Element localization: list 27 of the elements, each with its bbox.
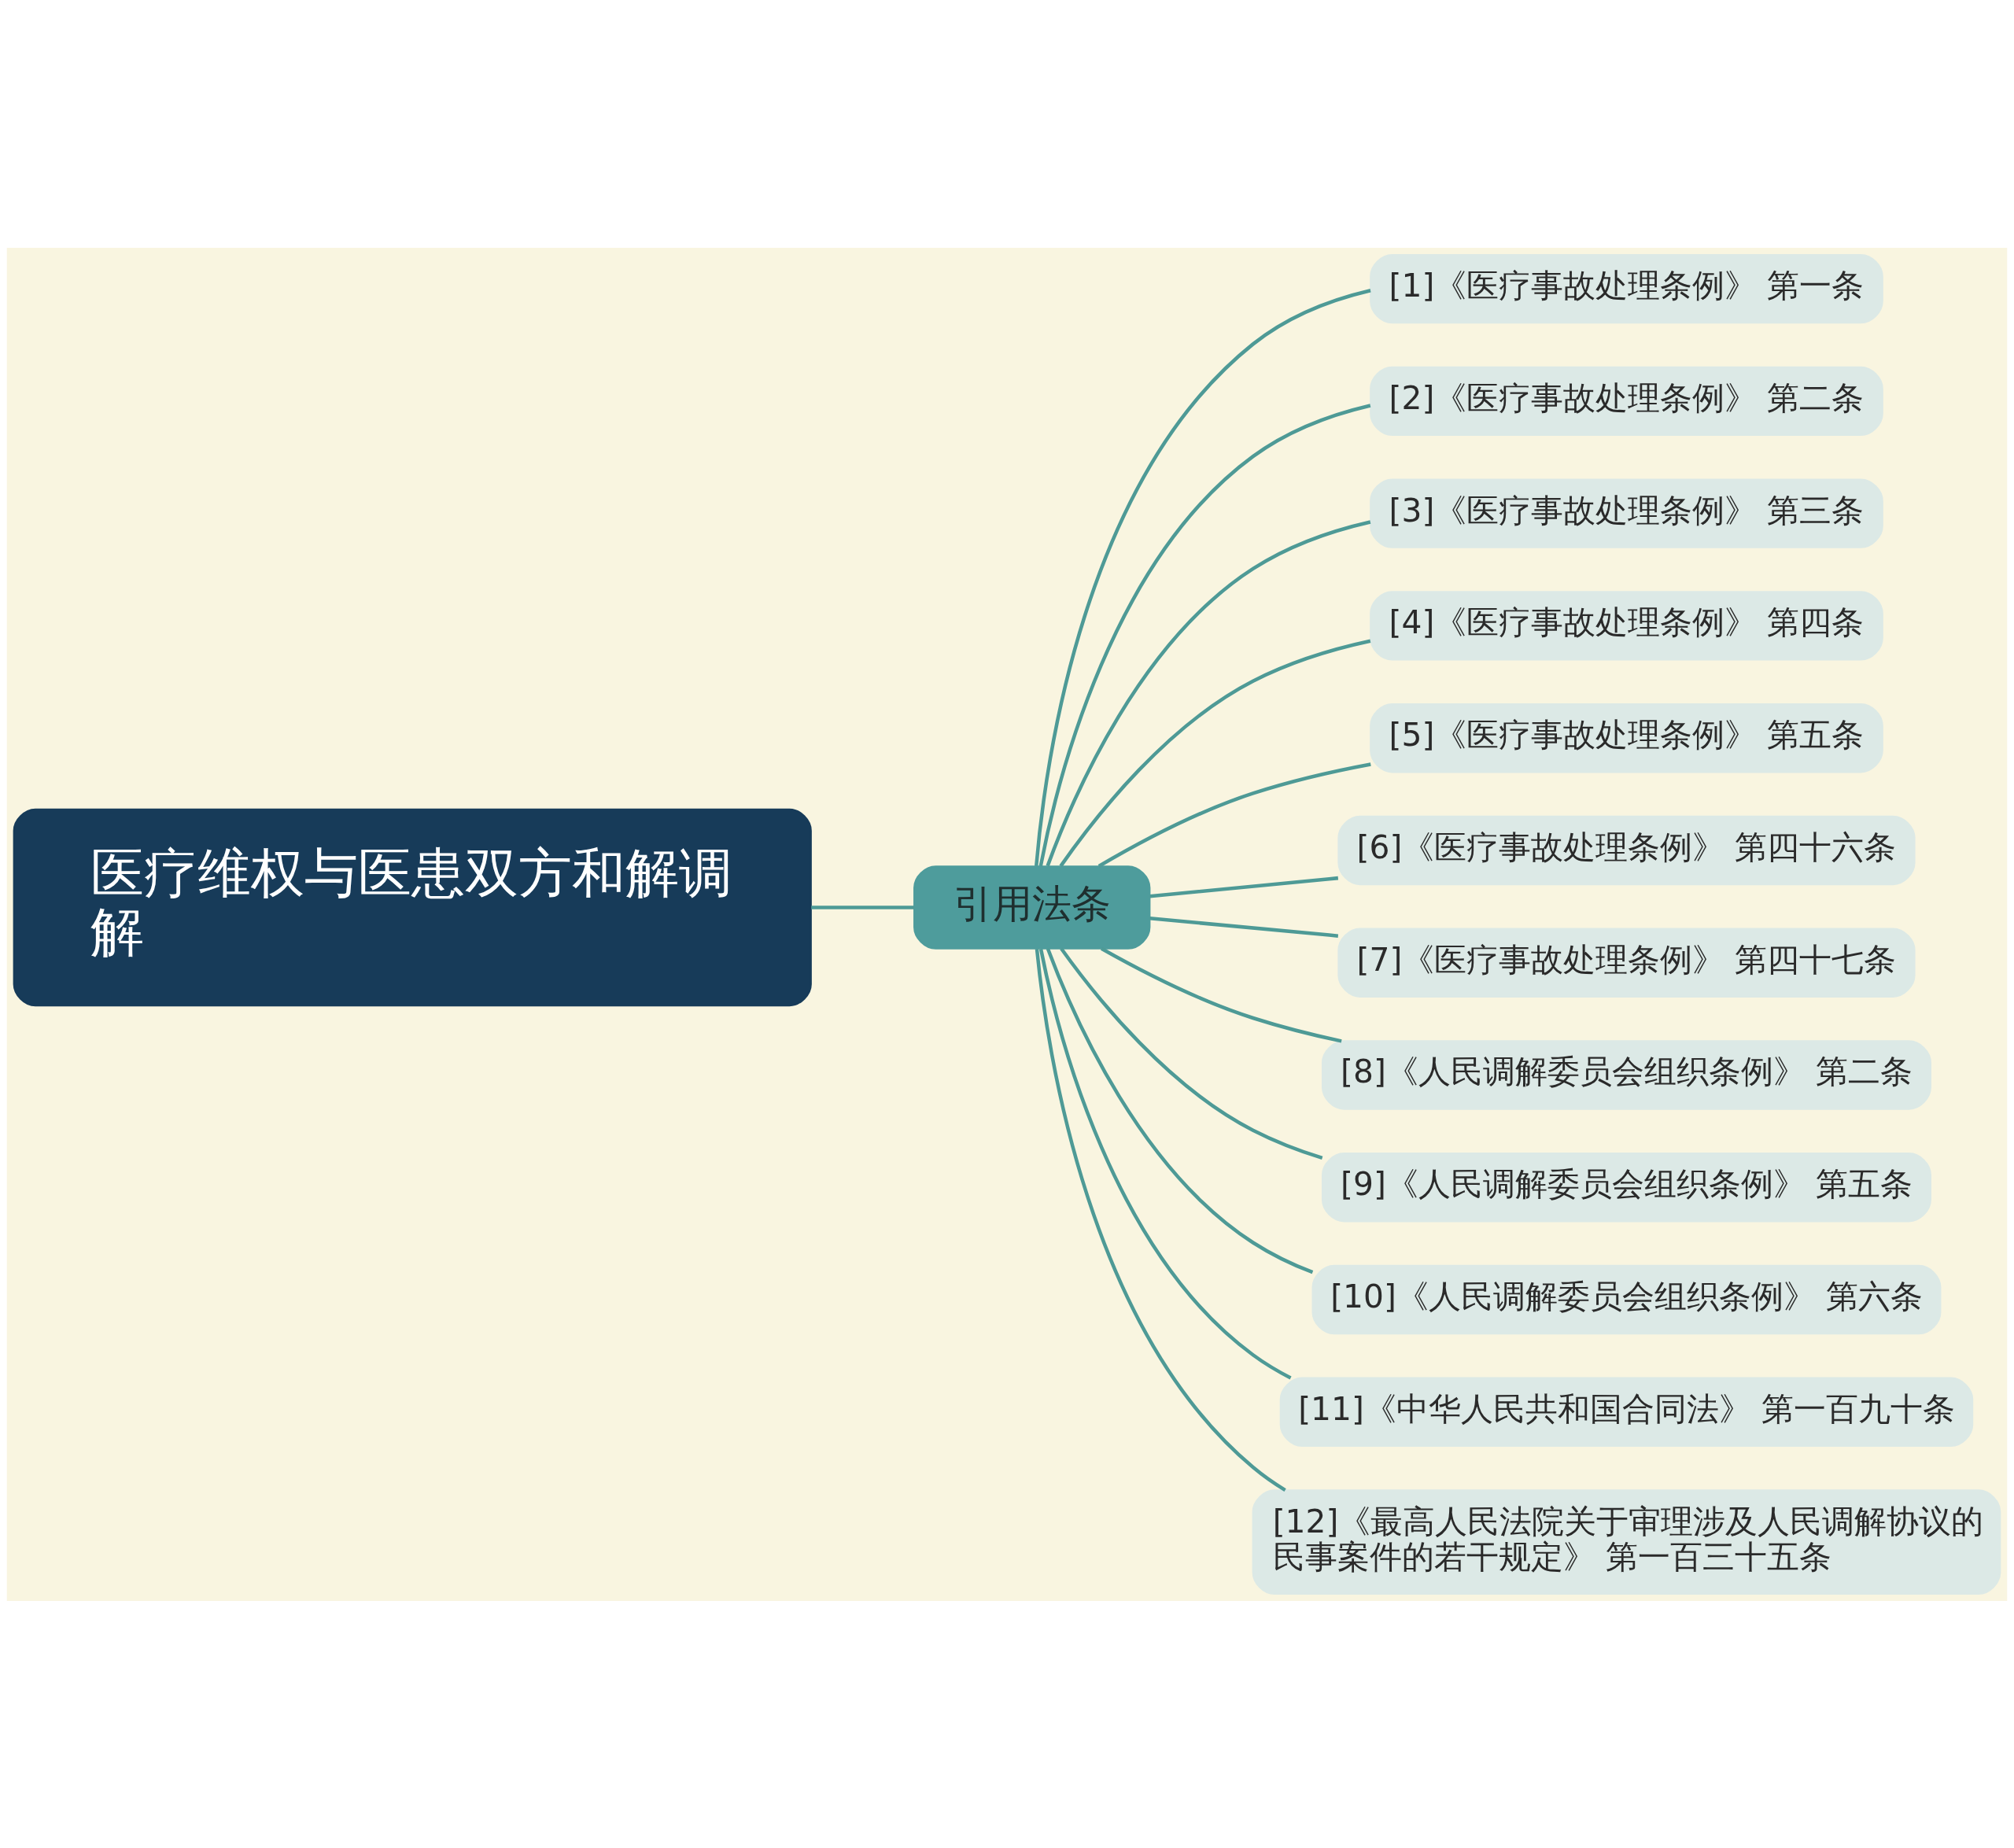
connector: [811, 905, 915, 909]
node-box: [5]《医疗事故处理条例》 第五条: [1370, 703, 1883, 773]
node-box: [1]《医疗事故处理条例》 第一条: [1370, 253, 1883, 323]
node-box: [11]《中华人民共和国合同法》 第一百九十条: [1279, 1377, 1974, 1447]
node-box: [12]《最高人民法院关于审理涉及人民调解协议的民事案件的若干规定》 第一百三十五条: [1252, 1488, 2001, 1595]
node-box: 医疗维权与医患双方和解调解: [13, 808, 812, 1006]
node-box: [7]《医疗事故处理条例》 第四十七条: [1337, 928, 1916, 998]
connector: [1149, 876, 1339, 898]
node-box: [2]《医疗事故处理条例》 第二条: [1370, 366, 1883, 436]
connector: [1038, 403, 1371, 867]
connector: [1097, 762, 1371, 868]
connector: [1149, 916, 1339, 938]
node-box: [3]《医疗事故处理条例》 第三条: [1370, 478, 1883, 548]
connector: [1038, 948, 1292, 1379]
connector: [1046, 519, 1371, 866]
node-box: [9]《人民调解委员会组织条例》 第五条: [1321, 1152, 1931, 1222]
connector: [1035, 948, 1286, 1492]
node-box: 引用法条: [913, 865, 1151, 950]
connector: [1046, 947, 1314, 1274]
node-box: [8]《人民调解委员会组织条例》 第二条: [1321, 1039, 1931, 1110]
connector: [1101, 946, 1342, 1043]
node-box: [6]《医疗事故处理条例》 第四十六条: [1337, 815, 1916, 885]
connector: [1059, 639, 1371, 867]
node-box: [10]《人民调解委员会组织条例》 第六条: [1311, 1264, 1942, 1334]
node-box: [4]《医疗事故处理条例》 第四条: [1370, 590, 1883, 661]
connector: [1060, 946, 1323, 1160]
connector: [1034, 288, 1371, 866]
